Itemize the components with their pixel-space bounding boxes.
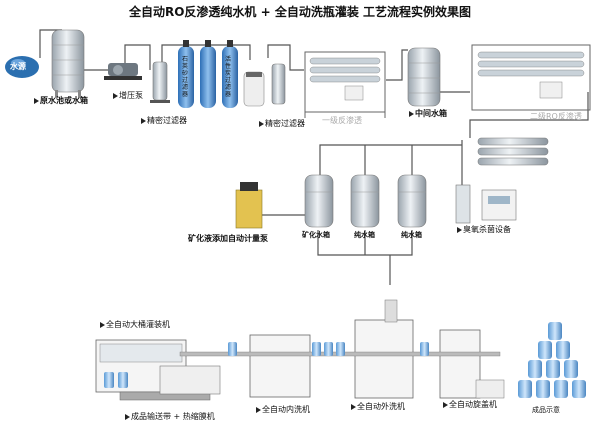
pipe-main-header xyxy=(319,144,462,175)
finished-jug-pyramid xyxy=(518,322,586,398)
booster-pump xyxy=(104,63,142,80)
outer-washer-body xyxy=(354,319,414,399)
page-title: 全自动RO反渗透纯水机 + 全自动洗瓶灌装 工艺流程实例效果图 xyxy=(128,5,472,19)
capper-body xyxy=(439,329,481,399)
ro-stage1-machine xyxy=(304,51,386,118)
label-precision-filter-2: 精密过滤器 xyxy=(265,119,305,128)
label-outer-washer: 全自动外洗机 xyxy=(357,402,405,411)
product-tanks xyxy=(304,174,427,228)
pipe-source-to-tank xyxy=(39,29,62,58)
raw-water-tank xyxy=(51,29,85,98)
label-booster-pump: 增压泵 xyxy=(119,91,143,100)
label-raw-tank: 原水池或水箱 xyxy=(40,96,88,105)
pipe-filter2-to-ro1 xyxy=(267,44,304,71)
label-precision-filter-1: 精密过滤器 xyxy=(147,116,187,125)
pipe-ro2-to-uv xyxy=(469,92,589,138)
label-ro-stage2: 二级RO反渗透 xyxy=(530,112,582,121)
label-pure-tank-1: 纯水箱 xyxy=(354,231,375,239)
mineral-dosing-unit xyxy=(235,182,263,229)
ro-stage2-machine xyxy=(471,44,591,111)
pipe-ro1-to-midtank xyxy=(386,49,408,81)
label-ro-stage1: 一级反渗透 xyxy=(322,116,362,125)
pipe-media-to-filter2 xyxy=(190,44,251,60)
uv-sterilizer xyxy=(477,137,549,166)
label-finished: 成品示意 xyxy=(532,406,560,414)
label-pure-tank-2: 纯水箱 xyxy=(401,231,422,239)
inner-washer-body xyxy=(249,334,311,398)
filling-line xyxy=(95,299,505,401)
precision-filter-2 xyxy=(271,63,286,105)
softener-salt-tank xyxy=(243,71,265,107)
pipe-filter-to-media xyxy=(161,44,190,66)
label-mineral-dosing: 矿化液添加自动计量泵 xyxy=(188,234,268,243)
label-water-source: 水源 xyxy=(10,62,26,71)
label-inner-washer: 全自动内洗机 xyxy=(262,405,310,414)
ozone-generator xyxy=(455,184,517,224)
water-source xyxy=(5,56,39,78)
label-quartz-filter: 石英砂过滤器 xyxy=(182,56,189,98)
precision-filter-1 xyxy=(150,61,170,103)
pipe-network xyxy=(39,29,589,285)
label-conveyor-wrap: 成品输送带 + 热缩膜机 xyxy=(131,412,215,421)
label-ozone: 臭氧杀菌设备 xyxy=(463,225,511,234)
label-capper: 全自动旋盖机 xyxy=(449,400,497,409)
label-mineral-tank: 矿化水箱 xyxy=(302,231,330,239)
middle-water-tank xyxy=(407,47,441,107)
label-carbon-filter: 活性炭过滤器 xyxy=(225,56,232,98)
label-mid-tank: 中间水箱 xyxy=(415,109,447,118)
media-filters xyxy=(178,40,238,108)
pipe-pump-to-filter xyxy=(124,44,151,70)
label-pointers xyxy=(34,93,462,420)
label-big-bottle-filler: 全自动大桶灌装机 xyxy=(106,320,170,329)
